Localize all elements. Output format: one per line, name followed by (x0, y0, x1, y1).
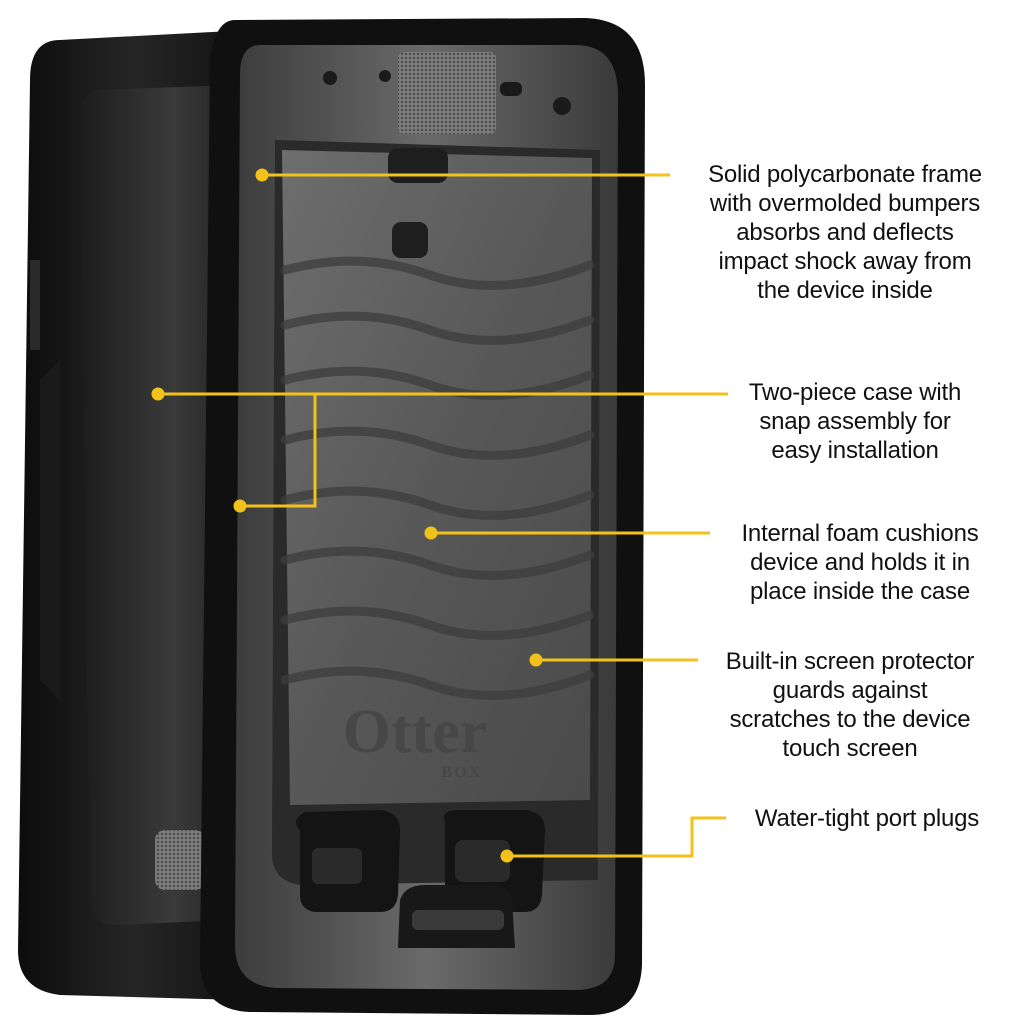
callout-line: snap assembly for (759, 408, 951, 435)
callout-line: Internal foam cushions (741, 520, 979, 547)
dot-foam (424, 526, 438, 540)
dot-two-piece-front (233, 499, 247, 513)
callout-two-piece: Two-piece case with snap assembly for ea… (700, 378, 1010, 465)
callout-foam: Internal foam cushions device and holds … (700, 519, 1020, 606)
callout-line: Water-tight port plugs (754, 805, 980, 832)
dot-two-piece-back (151, 387, 165, 401)
dot-frame (255, 168, 269, 182)
top-speaker-grille (398, 52, 496, 134)
callout-line: guards against (772, 677, 928, 704)
callout-line: absorbs and deflects (736, 219, 954, 246)
leader-ports (507, 816, 726, 858)
dot-screen (529, 653, 543, 667)
dot-ports (500, 849, 514, 863)
callout-line: Built-in screen protector (725, 648, 975, 675)
case-back-piece (18, 30, 250, 1000)
callout-leaders (158, 173, 728, 858)
brand-logo-sub: BOX (442, 764, 483, 781)
callout-line: Two-piece case with (748, 379, 962, 406)
case-front-shell (200, 18, 645, 1015)
callout-line: touch screen (782, 735, 918, 762)
callout-line: the device inside (757, 277, 933, 304)
callout-line: scratches to the device (729, 706, 971, 733)
callout-dots (151, 168, 543, 863)
wave-texture (280, 256, 595, 700)
callout-line: easy installation (771, 437, 939, 464)
leader-two-piece-branch (240, 394, 317, 508)
callout-line: device and holds it in (750, 549, 970, 576)
brand-logo-main: Otter (343, 698, 488, 766)
callout-line: Solid polycarbonate frame (708, 161, 982, 188)
callout-screen-protector: Built-in screen protector guards against… (690, 647, 1010, 763)
port-plugs (296, 810, 545, 948)
callout-port-plugs: Water-tight port plugs (722, 804, 1012, 833)
callout-line: with overmolded bumpers (709, 190, 981, 217)
callout-line: impact shock away from (718, 248, 972, 275)
callout-frame: Solid polycarbonate frame with overmolde… (670, 160, 1020, 305)
back-speaker-grille (155, 830, 205, 890)
callout-line: place inside the case (750, 578, 970, 605)
